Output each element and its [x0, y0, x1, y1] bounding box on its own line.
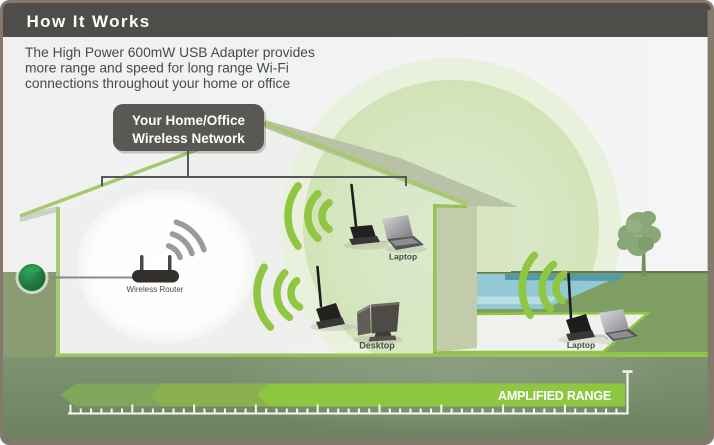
svg-text:How It Works: How It Works [27, 12, 151, 31]
svg-text:AMPLIFIED RANGE: AMPLIFIED RANGE [498, 389, 611, 403]
svg-text:more range and speed for long: more range and speed for long range Wi-F… [25, 61, 289, 76]
svg-text:The High Power 600mW USB Adapt: The High Power 600mW USB Adapter provide… [25, 45, 315, 60]
svg-text:Wireless Network: Wireless Network [132, 131, 245, 146]
svg-text:Your Home/Office: Your Home/Office [132, 113, 246, 128]
svg-text:Wireless Router: Wireless Router [127, 285, 184, 294]
svg-text:Laptop: Laptop [389, 252, 417, 262]
svg-text:Desktop: Desktop [359, 341, 395, 351]
svg-text:Laptop: Laptop [567, 340, 595, 350]
svg-text:connections throughout your ho: connections throughout your home or offi… [25, 76, 290, 91]
